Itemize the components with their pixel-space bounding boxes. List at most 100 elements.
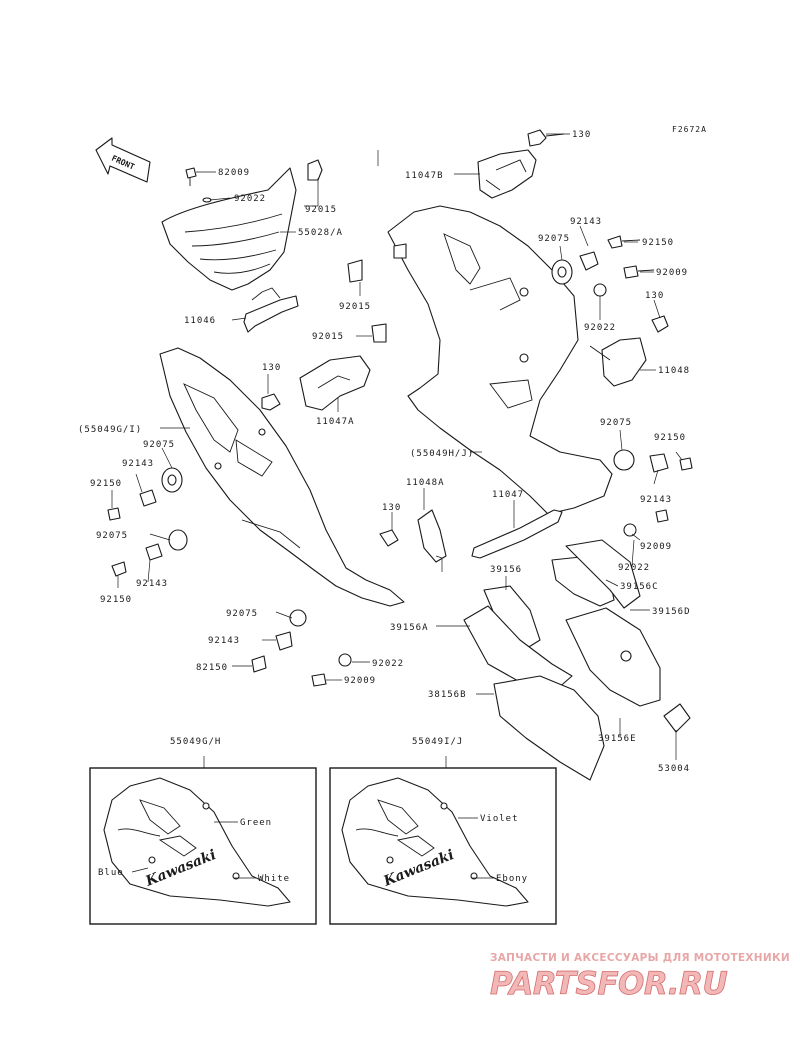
callout-92075: 92075 xyxy=(96,531,128,541)
pad-53004 xyxy=(663,703,691,733)
callout-labels: 130 11047B 82009 92022 92015 55028/A 110… xyxy=(78,130,691,774)
callout-11047: 11047 xyxy=(492,490,524,500)
callout-39156: 39156 xyxy=(490,565,522,575)
callout-92143: 92143 xyxy=(122,459,154,469)
pad-39156E xyxy=(565,607,661,707)
callout-92022: 92022 xyxy=(234,194,266,204)
left-cowl-55049GI xyxy=(159,347,405,607)
bracket-11048 xyxy=(589,337,647,387)
bolt-82150 xyxy=(251,655,267,673)
bolt-82009-top xyxy=(185,167,197,186)
callout-92143: 92143 xyxy=(640,495,672,505)
washer-92022-top xyxy=(202,197,212,203)
clip-92015-c xyxy=(393,243,407,259)
clip-92015-b xyxy=(371,323,387,343)
panel-right-color-ebony: Ebony xyxy=(496,874,528,884)
bracket-11047A xyxy=(299,355,371,411)
callout-92143: 92143 xyxy=(136,579,168,589)
callout-92150: 92150 xyxy=(654,433,686,443)
callout-92150: 92150 xyxy=(90,479,122,489)
clip-92015-a xyxy=(347,259,363,283)
color-panel-right: Kawasaki Violet Ebony xyxy=(329,767,557,925)
washer-92022-b xyxy=(593,283,607,297)
callout-130: 130 xyxy=(645,291,664,301)
color-panel-left: Kawasaki Green Blue White xyxy=(89,767,317,925)
grommet-92075-c xyxy=(168,529,188,551)
callout-92075: 92075 xyxy=(600,418,632,428)
callout-55049HJ: (55049H/J) xyxy=(410,449,474,459)
callout-92009: 92009 xyxy=(640,542,672,552)
bolt-130-b xyxy=(651,315,669,333)
callout-11048: 11048 xyxy=(658,366,690,376)
callout-82009: 82009 xyxy=(218,168,250,178)
bolt-92150-a xyxy=(607,235,641,249)
pad-39156A xyxy=(463,605,573,691)
bolt-92150-b xyxy=(107,507,121,521)
callout-92009: 92009 xyxy=(344,676,376,686)
callout-11048A: 11048A xyxy=(406,478,445,488)
callout-92143: 92143 xyxy=(208,636,240,646)
panel-left-color-blue: Blue xyxy=(98,868,124,878)
grommet-92075-a xyxy=(551,259,573,285)
callout-92150: 92150 xyxy=(642,238,674,248)
bolt-92009-c xyxy=(311,673,327,687)
bracket-11046 xyxy=(243,287,299,333)
inner-cowl-55028 xyxy=(161,167,297,291)
callout-53004: 53004 xyxy=(658,764,690,774)
pad-38156B xyxy=(493,675,605,781)
callout-92075: 92075 xyxy=(226,609,258,619)
panel-left-color-white: White xyxy=(258,874,290,884)
callout-82150: 82150 xyxy=(196,663,228,673)
callout-39156E: 39156E xyxy=(598,734,637,744)
panel-right-part-no: 55049I/J xyxy=(412,737,463,747)
bracket-11048A xyxy=(417,509,447,563)
callout-92015: 92015 xyxy=(305,205,337,215)
callout-55049GI: (55049G/I) xyxy=(78,425,142,435)
callout-92009: 92009 xyxy=(656,268,688,278)
nut-92143-c xyxy=(145,543,163,561)
pad-39156D xyxy=(565,539,641,609)
bolt-92009-b xyxy=(655,509,669,523)
leader-lines xyxy=(111,133,683,770)
callout-92015: 92015 xyxy=(339,302,371,312)
callout-38156B: 38156B xyxy=(428,690,467,700)
callout-11047B: 11047B xyxy=(405,171,444,181)
bolt-92150-d xyxy=(679,457,693,471)
grommet-92075-e xyxy=(289,609,307,627)
watermark-tagline: ЗАПЧАСТИ И АКСЕССУАРЫ ДЛЯ МОТОТЕХНИКИ xyxy=(490,952,790,964)
callout-130: 130 xyxy=(572,130,591,140)
callout-92022: 92022 xyxy=(372,659,404,669)
nut-92143-d xyxy=(649,453,669,473)
callout-11047A: 11047A xyxy=(316,417,355,427)
bolt-92150-c xyxy=(111,561,127,577)
callout-39156D: 39156D xyxy=(652,607,691,617)
callout-39156A: 39156A xyxy=(390,623,429,633)
grommet-92075-d xyxy=(613,449,635,471)
callout-92143: 92143 xyxy=(570,217,602,227)
callout-55028A: 55028/A xyxy=(298,228,343,238)
bracket-11047B xyxy=(477,149,537,199)
washer-92022-c xyxy=(623,523,637,537)
front-arrow-icon: FRONT xyxy=(95,137,151,183)
clip-92015-top xyxy=(307,159,323,181)
panel-left-part-no: 55049G/H xyxy=(170,737,221,747)
right-cowl-55049HJ xyxy=(387,205,613,515)
callout-11046: 11046 xyxy=(184,316,216,326)
watermark-logo: PARTSFOR.RU xyxy=(490,966,727,1002)
bolt-92009-a xyxy=(623,265,655,279)
nut-92143-a xyxy=(579,251,599,271)
callout-92075: 92075 xyxy=(538,234,570,244)
callout-130: 130 xyxy=(382,503,401,513)
bolt-130-c xyxy=(261,393,281,411)
callout-92015: 92015 xyxy=(312,332,344,342)
callout-92022: 92022 xyxy=(584,323,616,333)
panel-left-color-green: Green xyxy=(240,818,272,828)
diagram-code: F2672A xyxy=(672,125,707,134)
bolt-130-top xyxy=(527,129,565,147)
washer-92022-d xyxy=(338,653,352,667)
callout-130: 130 xyxy=(262,363,281,373)
panel-right-color-violet: Violet xyxy=(480,814,519,824)
callout-92150: 92150 xyxy=(100,595,132,605)
callout-39156C: 39156C xyxy=(620,582,659,592)
